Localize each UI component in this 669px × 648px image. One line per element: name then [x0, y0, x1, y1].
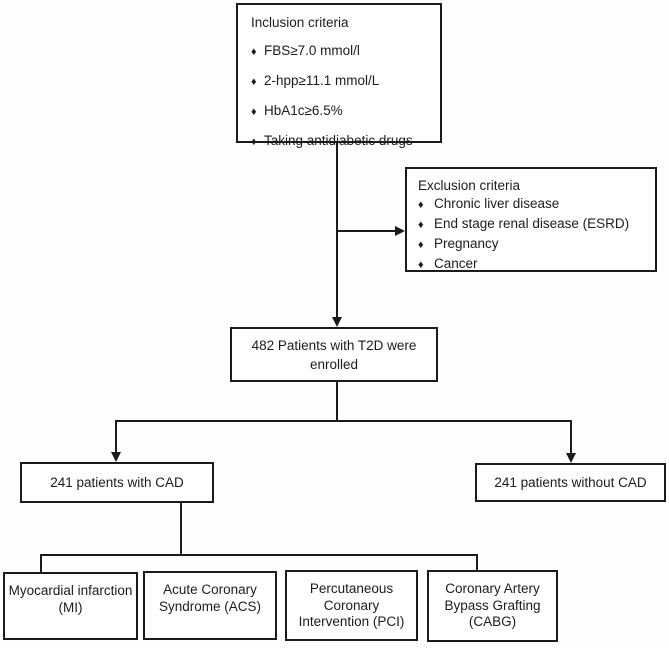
diamond-bullet-icon: ♦	[251, 46, 257, 58]
diamond-bullet-icon: ♦	[418, 219, 424, 231]
connector-outcomes-horizontal	[40, 554, 478, 556]
outcome-box-cabg: Coronary Artery Bypass Grafting (CABG)	[427, 570, 558, 642]
exclusion-item-label: Cancer	[434, 256, 478, 271]
with-cad-box: 241 patients with CAD	[20, 462, 214, 503]
inclusion-item-label: Taking antidiabetic drugs	[264, 133, 413, 148]
list-item: ♦ End stage renal disease (ESRD)	[418, 216, 647, 233]
outcome-box-acs: Acute Coronary Syndrome (ACS)	[143, 571, 277, 640]
exclusion-item-label: Pregnancy	[434, 236, 499, 251]
list-item: ♦ Cancer	[418, 256, 647, 273]
list-item: ♦ Chronic liver disease	[418, 196, 647, 213]
without-cad-box: 241 patients without CAD	[475, 463, 666, 502]
list-item: ♦ Taking antidiabetic drugs	[251, 133, 432, 150]
connector-enrolled-stem	[336, 382, 338, 422]
arrowhead-down-without-cad-icon	[566, 453, 576, 463]
list-item: ♦ FBS≥7.0 mmol/l	[251, 43, 432, 60]
list-item: ♦ 2-hpp≥11.1 mmol/L	[251, 73, 432, 90]
inclusion-criteria-title: Inclusion criteria	[251, 15, 349, 30]
connector-drop-cabg	[476, 554, 478, 570]
diamond-bullet-icon: ♦	[251, 106, 257, 118]
diamond-bullet-icon: ♦	[418, 239, 424, 251]
inclusion-item-label: HbA1c≥6.5%	[264, 103, 343, 118]
arrowhead-right-exclusion-icon	[395, 226, 405, 236]
list-item: ♦ Pregnancy	[418, 236, 647, 253]
connector-drop-without-cad	[570, 420, 572, 454]
arrowhead-down-with-cad-icon	[111, 452, 121, 462]
without-cad-label: 241 patients without CAD	[494, 475, 647, 490]
with-cad-label: 241 patients with CAD	[50, 475, 184, 490]
connector-drop-with-cad	[115, 420, 117, 453]
connector-cad-stem	[180, 503, 182, 556]
exclusion-criteria-list: ♦ Chronic liver disease ♦ End stage rena…	[418, 196, 647, 273]
outcome-mi-label: Myocardial infarction (MI)	[8, 583, 133, 615]
arrowhead-down-enrolled-icon	[332, 317, 342, 327]
exclusion-item-label: Chronic liver disease	[434, 196, 560, 211]
enrolled-label: 482 Patients with T2D were enrolled	[251, 337, 417, 372]
enrolled-box: 482 Patients with T2D were enrolled	[230, 327, 438, 382]
connector-branch-to-exclusion	[337, 230, 396, 232]
exclusion-criteria-box: Exclusion criteria ♦ Chronic liver disea…	[405, 167, 657, 272]
outcome-acs-label: Acute Coronary Syndrome (ACS)	[158, 582, 262, 614]
diamond-bullet-icon: ♦	[251, 136, 257, 148]
list-item: ♦ HbA1c≥6.5%	[251, 103, 432, 120]
connector-drop-mi	[40, 554, 42, 572]
outcome-cabg-label: Coronary Artery Bypass Grafting (CABG)	[444, 581, 541, 629]
diamond-bullet-icon: ♦	[251, 76, 257, 88]
inclusion-criteria-list: ♦ FBS≥7.0 mmol/l ♦ 2-hpp≥11.1 mmol/L ♦ H…	[251, 43, 432, 150]
inclusion-criteria-box: Inclusion criteria ♦ FBS≥7.0 mmol/l ♦ 2-…	[236, 3, 442, 148]
connector-split-horizontal	[115, 420, 572, 422]
inclusion-item-label: 2-hpp≥11.1 mmol/L	[264, 73, 380, 88]
exclusion-item-label: End stage renal disease (ESRD)	[434, 216, 630, 231]
exclusion-criteria-title: Exclusion criteria	[418, 178, 521, 193]
outcome-box-mi: Myocardial infarction (MI)	[3, 572, 138, 640]
inclusion-item-label: FBS≥7.0 mmol/l	[264, 43, 360, 58]
diamond-bullet-icon: ♦	[418, 259, 424, 271]
outcome-pci-label: Percutaneous Coronary Intervention (PCI)	[298, 581, 405, 629]
diamond-bullet-icon: ♦	[418, 199, 424, 211]
outcome-box-pci: Percutaneous Coronary Intervention (PCI)	[285, 570, 418, 641]
